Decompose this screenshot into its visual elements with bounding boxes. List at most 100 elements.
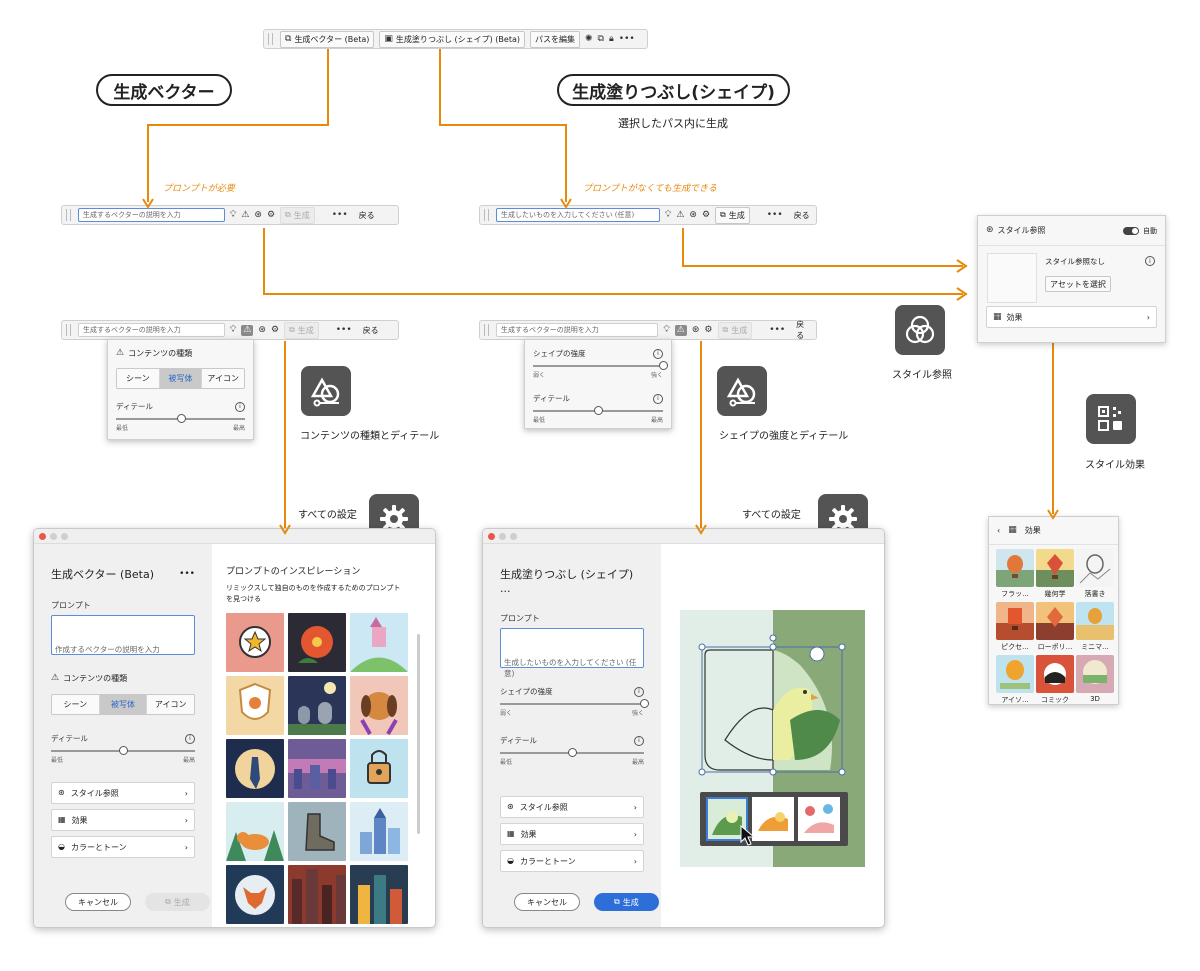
gear-icon[interactable]: ⚙︎	[704, 324, 713, 335]
generate-button[interactable]: ⧉生成	[145, 893, 210, 911]
lightbulb-icon[interactable]: 💡︎	[230, 209, 237, 220]
bar-grip[interactable]	[484, 209, 489, 221]
detail-slider[interactable]	[500, 748, 644, 757]
gen-fill-toolbar-button[interactable]: ▣ 生成塗りつぶし (シェイプ) (Beta)	[379, 30, 525, 48]
info-icon[interactable]: i	[1145, 256, 1155, 266]
style-reference-icon[interactable]: ⊛	[691, 324, 700, 335]
inspiration-thumb[interactable]	[288, 739, 346, 798]
effect-button[interactable]: ▦効果›	[51, 809, 195, 831]
inspiration-thumb[interactable]	[226, 802, 284, 861]
more-icon[interactable]: •••	[769, 324, 786, 335]
toolbar-grip[interactable]	[268, 33, 273, 45]
inspiration-thumb[interactable]	[226, 865, 284, 924]
generate-button[interactable]: ⧉生成	[284, 321, 319, 339]
slider-knob[interactable]	[640, 699, 649, 708]
back-link[interactable]: 戻る	[796, 320, 805, 340]
sparkle-icon[interactable]: ✺	[584, 33, 593, 44]
more-icon[interactable]: •••	[618, 33, 635, 44]
detail-slider[interactable]	[533, 406, 663, 415]
gear-icon[interactable]: ⚙︎	[270, 324, 280, 335]
inspiration-thumb[interactable]	[288, 865, 346, 924]
lightbulb-icon[interactable]: 💡︎	[665, 209, 672, 220]
inspiration-thumb[interactable]	[350, 802, 408, 861]
bar-grip[interactable]	[66, 209, 71, 221]
close-icon[interactable]	[39, 532, 46, 540]
bar-grip[interactable]	[484, 324, 489, 336]
auto-toggle[interactable]	[1123, 226, 1139, 235]
more-icon[interactable]: •••	[331, 209, 348, 220]
effect-item[interactable]: 幾何学	[1036, 549, 1074, 599]
vector-prompt-input[interactable]: 生成するベクターの説明を入力	[78, 323, 225, 337]
color-tone-button[interactable]: ◒カラーとトーン›	[51, 836, 195, 858]
info-icon[interactable]: i	[634, 735, 644, 746]
style-reference-button[interactable]: ⊛スタイル参照›	[51, 782, 195, 804]
content-type-icon[interactable]: ⚠︎	[241, 209, 250, 220]
content-type-icon[interactable]: ⚠︎	[241, 324, 254, 336]
more-icon[interactable]: •••	[766, 209, 783, 220]
more-icon[interactable]: •••	[335, 324, 352, 335]
gear-icon[interactable]: ⚙︎	[266, 209, 276, 220]
cancel-button[interactable]: キャンセル	[514, 893, 580, 911]
seg-subject[interactable]: 被写体	[99, 695, 148, 714]
effect-item[interactable]: 落書き	[1076, 549, 1114, 599]
cancel-button[interactable]: キャンセル	[65, 893, 131, 911]
effect-button[interactable]: ▦効果›	[500, 823, 644, 845]
info-icon[interactable]: i	[653, 393, 663, 404]
inspiration-thumb[interactable]	[226, 676, 284, 735]
inspiration-thumb[interactable]	[226, 739, 284, 798]
back-link[interactable]: 戻る	[358, 210, 375, 220]
variation-thumb[interactable]	[752, 797, 794, 841]
effect-item[interactable]: ローポリ...	[1036, 602, 1074, 652]
strength-slider[interactable]	[500, 699, 649, 708]
chevron-left-icon[interactable]: ‹	[997, 526, 1001, 535]
inspiration-thumb[interactable]	[350, 739, 408, 798]
shape-strength-icon[interactable]: ⚠︎	[674, 324, 687, 336]
variation-thumb[interactable]	[798, 797, 840, 841]
scrollbar[interactable]	[417, 634, 420, 834]
seg-scene[interactable]: シーン	[52, 695, 100, 714]
effect-item[interactable]: ミニマ...	[1076, 602, 1114, 652]
minimize-icon[interactable]	[50, 532, 57, 540]
style-preview-box[interactable]	[987, 253, 1037, 303]
inspiration-thumb[interactable]	[350, 676, 408, 735]
generate-button[interactable]: ⧉生成	[594, 893, 659, 911]
info-icon[interactable]: i	[634, 686, 644, 697]
info-icon[interactable]: i	[653, 348, 663, 359]
fill-prompt-input[interactable]: 生成したいものを入力してください (任意)	[496, 208, 660, 222]
prompt-textarea[interactable]: 作成するベクターの説明を入力	[51, 615, 195, 655]
effect-item[interactable]: コミック	[1036, 655, 1074, 705]
back-link[interactable]: 戻る	[362, 325, 379, 335]
seg-scene[interactable]: シーン	[117, 369, 160, 388]
fill-prompt-input[interactable]: 生成するベクターの説明を入力	[495, 323, 659, 337]
seg-subject[interactable]: 被写体	[159, 369, 203, 388]
slider-knob[interactable]	[119, 746, 128, 755]
inspiration-thumb[interactable]	[288, 676, 346, 735]
inspiration-thumb[interactable]	[350, 613, 408, 672]
zoom-icon[interactable]	[61, 532, 68, 540]
style-reference-icon[interactable]: ⊛	[254, 209, 262, 220]
effect-item[interactable]: フラッ...	[996, 549, 1034, 599]
gear-icon[interactable]: ⚙︎	[701, 209, 711, 220]
lock-icon[interactable]: 🔒︎	[608, 33, 614, 44]
detail-slider[interactable]	[116, 414, 245, 423]
minimize-icon[interactable]	[499, 532, 506, 540]
strength-slider[interactable]	[533, 361, 668, 370]
generate-button[interactable]: ⧉生成	[715, 206, 750, 224]
back-link[interactable]: 戻る	[793, 210, 810, 220]
inspiration-thumb[interactable]	[226, 613, 284, 672]
vector-prompt-input[interactable]: 生成するベクターの説明を入力	[78, 208, 225, 222]
inspiration-thumb[interactable]	[288, 802, 346, 861]
slider-knob[interactable]	[176, 414, 186, 423]
inspiration-thumb[interactable]	[350, 865, 408, 924]
seg-icon[interactable]: アイコン	[147, 695, 194, 714]
arrange-icon[interactable]: ⧉	[597, 33, 604, 44]
lightbulb-icon[interactable]: 💡︎	[663, 324, 670, 335]
effect-item[interactable]: ピクセ...	[996, 602, 1034, 652]
generate-button[interactable]: ⧉生成	[280, 206, 315, 224]
effect-item[interactable]: 3D	[1076, 655, 1114, 705]
shape-strength-icon[interactable]: ⚠︎	[676, 209, 685, 220]
info-icon[interactable]: i	[235, 401, 245, 412]
more-icon[interactable]: •••	[179, 569, 195, 579]
style-reference-icon[interactable]: ⊛	[689, 209, 697, 220]
slider-knob[interactable]	[568, 748, 577, 757]
